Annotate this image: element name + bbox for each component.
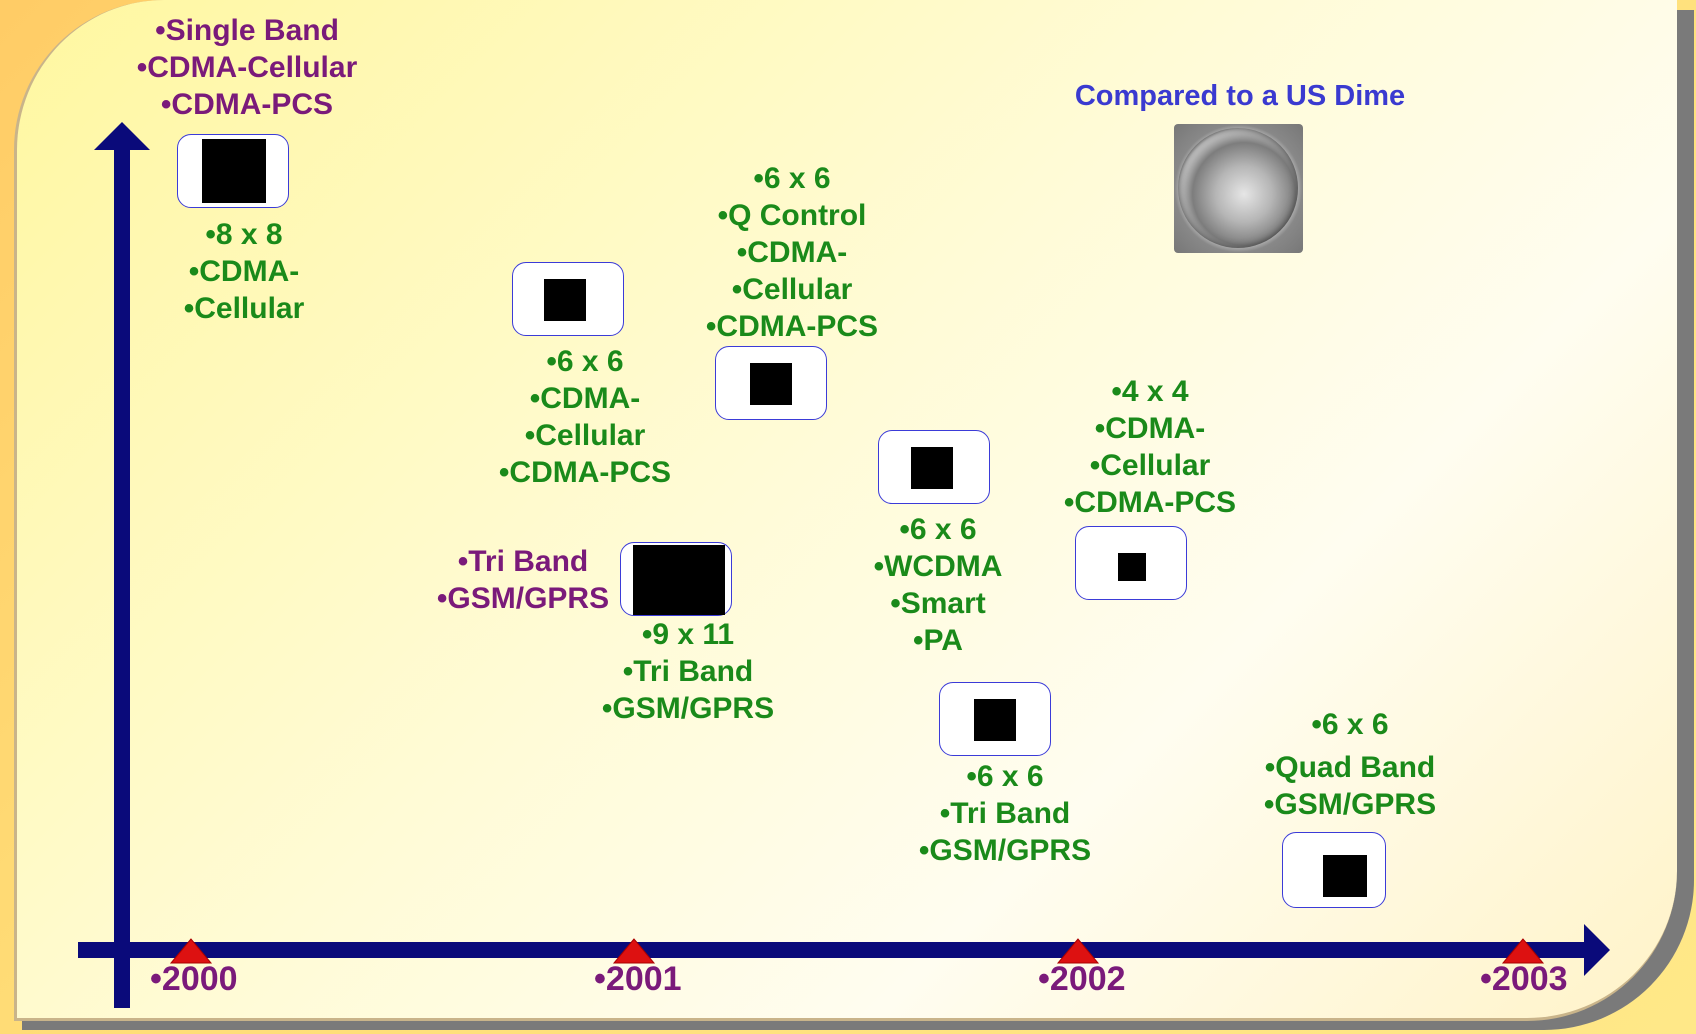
spec-line: •Smart	[890, 587, 986, 620]
spec-line: •Cellular	[183, 292, 305, 325]
spec-line: •GSM/GPRS	[918, 834, 1092, 867]
module-6x6-quadband-spec: •6 x 6 •Quad Band •GSM/GPRS	[1240, 706, 1460, 823]
spec-line: •Tri Band	[939, 797, 1071, 830]
module-die	[202, 139, 266, 203]
spec-line: •Quad Band	[1264, 751, 1436, 784]
module-die	[633, 545, 725, 615]
module-6x6-wcdma-spec: •6 x 6 •WCDMA •Smart •PA	[838, 511, 1038, 659]
module-die	[544, 279, 586, 321]
spec-line: •6 x 6	[899, 513, 977, 546]
module-9x11-chip	[620, 542, 732, 616]
module-die	[1323, 855, 1367, 897]
module-die	[911, 447, 953, 489]
dime-coin	[1178, 128, 1298, 248]
module-6x6-qcontrol-spec: •6 x 6 •Q Control •CDMA- •Cellular •CDMA…	[672, 160, 912, 345]
spec-line: •Cellular	[731, 273, 853, 306]
module-6x6-triband-chip	[939, 682, 1051, 756]
spec-line: •6 x 6	[546, 345, 624, 378]
tri-band-line: •GSM/GPRS	[436, 582, 610, 615]
single-band-line: •Single Band	[155, 14, 339, 47]
vertical-axis-arrowhead	[94, 122, 150, 150]
tri-band-line: •Tri Band	[457, 545, 589, 578]
spec-line: •6 x 6	[966, 760, 1044, 793]
spec-line: •6 x 6	[753, 162, 831, 195]
spec-line: •CDMA-	[1094, 412, 1206, 445]
horizontal-axis	[78, 942, 1588, 958]
spec-line: •WCDMA	[873, 550, 1003, 583]
spec-line: •Cellular	[524, 419, 646, 452]
year-marker-2001	[612, 938, 656, 964]
spec-line: •CDMA-	[736, 236, 848, 269]
module-die	[750, 363, 792, 405]
module-die	[974, 699, 1016, 741]
year-label-2003: •2003	[1480, 960, 1568, 998]
year-label-2000: •2000	[150, 960, 238, 998]
module-6x6-qcontrol-chip	[715, 346, 827, 420]
spec-line: •4 x 4	[1111, 375, 1189, 408]
module-8x8-chip	[177, 134, 289, 208]
spec-line: •CDMA-PCS	[705, 310, 879, 343]
single-band-line: •CDMA-PCS	[160, 88, 334, 121]
spec-line: •CDMA-	[529, 382, 641, 415]
spec-line: •Tri Band	[622, 655, 754, 688]
slide-panel	[14, 0, 1677, 1021]
spec-line: •Q Control	[717, 199, 867, 232]
module-6x6-quadband-chip	[1282, 832, 1386, 908]
horizontal-axis-arrowhead	[1584, 924, 1610, 976]
us-dime-image	[1174, 124, 1303, 253]
tri-band-label: •Tri Band •GSM/GPRS	[428, 543, 618, 617]
spec-line: •9 x 11	[641, 618, 735, 651]
year-label-2001: •2001	[594, 960, 682, 998]
module-die	[1118, 553, 1146, 581]
vertical-axis	[114, 148, 130, 1008]
year-marker-2002	[1056, 938, 1100, 964]
module-6x6-triband-spec: •6 x 6 •Tri Band •GSM/GPRS	[900, 758, 1110, 869]
spec-line: •Cellular	[1089, 449, 1211, 482]
module-8x8-spec: •8 x 8 •CDMA- •Cellular	[144, 216, 344, 327]
module-9x11-spec: •9 x 11 •Tri Band •GSM/GPRS	[578, 616, 798, 727]
year-marker-2000	[169, 938, 213, 964]
spec-line: •CDMA-	[188, 255, 300, 288]
single-band-line: •CDMA-Cellular	[136, 51, 358, 84]
dime-comparison-note: Compared to a US Dime	[1074, 80, 1406, 112]
spec-line: •PA	[913, 624, 963, 657]
spec-line: •8 x 8	[205, 218, 283, 251]
single-band-label: •Single Band •CDMA-Cellular •CDMA-PCS	[127, 12, 367, 123]
spec-line: •CDMA-PCS	[1063, 486, 1237, 519]
spec-line: •GSM/GPRS	[601, 692, 775, 725]
spec-line: •6 x 6	[1311, 708, 1389, 741]
spec-line: •CDMA-PCS	[498, 456, 672, 489]
spec-line: •GSM/GPRS	[1263, 788, 1437, 821]
module-6x6-wcdma-chip	[878, 430, 990, 504]
module-6x6-cdma-chip	[512, 262, 624, 336]
module-6x6-cdma-spec: •6 x 6 •CDMA- •Cellular •CDMA-PCS	[470, 343, 700, 491]
year-marker-2003	[1501, 938, 1545, 964]
year-label-2002: •2002	[1038, 960, 1126, 998]
module-4x4-spec: •4 x 4 •CDMA- •Cellular •CDMA-PCS	[1040, 373, 1260, 521]
module-4x4-chip	[1075, 526, 1187, 600]
